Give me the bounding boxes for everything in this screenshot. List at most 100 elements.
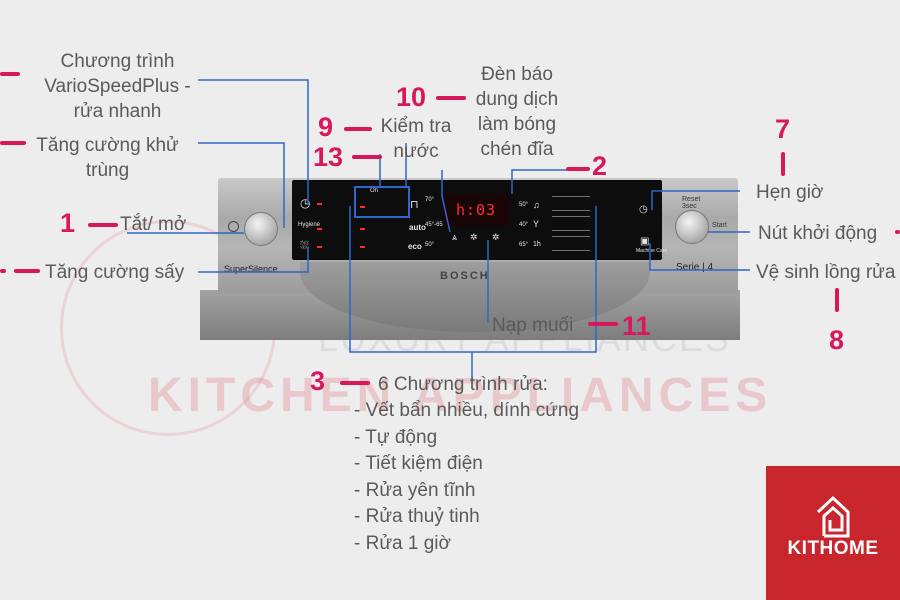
label-line: Kiểm tra xyxy=(380,116,452,137)
label-line: VarioSpeedPlus - xyxy=(44,76,191,97)
timer-icon: ◷ xyxy=(639,204,648,215)
onoff-label: Tắt/ mở xyxy=(120,214,187,235)
label-line: làm bóng xyxy=(477,114,557,135)
number-dash xyxy=(0,141,26,145)
indicator xyxy=(317,246,322,248)
number-dash xyxy=(835,288,839,312)
temp-50-label: 50° xyxy=(519,202,529,208)
temp-65-label: 65° xyxy=(519,242,529,248)
house-icon xyxy=(816,495,850,538)
clean-label: Vệ sinh lồng rửa xyxy=(756,262,896,283)
label-line: rửa nhanh xyxy=(73,101,162,122)
number-dash xyxy=(88,223,118,227)
indicator xyxy=(360,228,365,230)
number-dash xyxy=(0,72,20,76)
indicator xyxy=(317,203,322,205)
water-check-highlight xyxy=(354,186,410,218)
eco-temp-label: 50° xyxy=(425,242,435,248)
callout-line xyxy=(651,190,740,210)
number-11: 11 xyxy=(622,311,651,341)
watermark-kitchen: KITCHEN APPLIANCES xyxy=(148,369,773,422)
callout-line xyxy=(349,206,597,353)
number-dash xyxy=(0,269,6,273)
program-item: - Rửa thuỷ tinh xyxy=(354,506,480,527)
extra-dry-icon: ⛆ xyxy=(300,240,309,252)
on-label: On xyxy=(370,188,379,194)
callout-line xyxy=(198,142,285,228)
auto-label: auto xyxy=(409,223,426,232)
number-1: 1 xyxy=(60,208,76,238)
rinse-aid-icon: ✲ xyxy=(470,232,478,242)
label-line: chén đĩa xyxy=(480,139,554,160)
start-knob[interactable] xyxy=(675,210,709,244)
number-dash xyxy=(340,381,370,385)
program-item: - Rửa 1 giờ xyxy=(354,532,451,554)
label-line: trùng xyxy=(85,160,130,181)
number-10: 10 xyxy=(396,82,427,112)
variospeed-icon: ◷ xyxy=(300,196,311,210)
label-line: Đèn báo xyxy=(481,64,553,85)
auto-temp-label: 45°-65° xyxy=(425,222,446,228)
number-13: 13 xyxy=(313,142,344,172)
callout-line xyxy=(198,79,309,205)
temp-70-label: 70° xyxy=(425,197,435,203)
quiet-icon: ♫ xyxy=(533,200,540,210)
time-display: h:03 xyxy=(443,194,509,226)
brand-logo: BOSCH xyxy=(440,270,490,282)
start-label: Nút khởi động xyxy=(758,223,878,244)
label-line: Chương trình xyxy=(60,51,175,72)
power-knob[interactable] xyxy=(244,212,278,246)
start-knob-label: Start xyxy=(712,222,727,229)
hygiene-label: Tăng cường khử trùng xyxy=(20,133,195,183)
callout-line xyxy=(649,243,750,271)
intensive-pot-icon: ⊓ xyxy=(410,199,419,211)
program-item: - Tự động xyxy=(354,426,438,448)
number-dash xyxy=(436,96,466,100)
number-dash xyxy=(895,230,900,234)
programs-list: - Vết bẩn nhiều, dính cứng - Tự động - T… xyxy=(354,398,579,557)
temp-40-label: 40° xyxy=(519,222,529,228)
salt-label: Nạp muối xyxy=(492,315,574,336)
drying-label: Tăng cường sấy xyxy=(45,262,185,283)
program-slot[interactable] xyxy=(552,196,590,211)
reset-label: Reset 3sec xyxy=(682,196,701,210)
timer-label: Hẹn giờ xyxy=(756,182,824,203)
number-9: 9 xyxy=(318,112,334,142)
rinse-aid-label: Đèn báo dung dịch làm bóng chén đĩa xyxy=(468,62,566,162)
machine-care-label: Machine Care xyxy=(636,248,668,254)
number-3: 3 xyxy=(310,366,326,396)
callout-line xyxy=(198,247,309,273)
number-dash xyxy=(566,167,590,171)
eco-label: eco xyxy=(408,242,422,251)
callout-line xyxy=(441,170,451,233)
variospeed-label: Chương trình VarioSpeedPlus - rửa nhanh xyxy=(30,49,205,124)
indicator xyxy=(360,246,365,248)
number-7: 7 xyxy=(775,114,791,144)
programs-title: 6 Chương trình rửa: xyxy=(378,374,548,395)
number-dash xyxy=(588,322,618,326)
label-line: nước xyxy=(393,141,439,162)
machine-care-icon: ▣ xyxy=(640,236,650,247)
number-dash xyxy=(344,127,372,131)
salt-icon: ✲ xyxy=(492,232,500,242)
one-hour-label: 1h xyxy=(533,241,541,248)
power-icon xyxy=(228,221,239,232)
logo-text: KITHOME xyxy=(787,538,879,559)
program-slot[interactable] xyxy=(552,216,590,231)
program-item: - Rửa yên tĩnh xyxy=(354,479,476,501)
serie-label: Serie | 4 xyxy=(676,262,714,273)
glass-icon: Y xyxy=(533,219,540,229)
super-silence-label: SuperSilence xyxy=(224,264,278,274)
water-check-label: Kiểm tra nước xyxy=(375,114,457,164)
indicator xyxy=(360,206,365,208)
hygiene-button-label: Hygiene xyxy=(298,222,321,228)
number-8: 8 xyxy=(829,325,845,355)
indicator xyxy=(317,228,322,230)
program-item: - Tiết kiệm điện xyxy=(354,453,483,474)
program-item: - Vết bẩn nhiều, dính cứng xyxy=(354,400,580,421)
number-dash xyxy=(781,152,785,176)
program-slot[interactable] xyxy=(552,236,590,251)
label-line: Tăng cường khử xyxy=(36,135,179,156)
callout-line xyxy=(511,169,582,194)
